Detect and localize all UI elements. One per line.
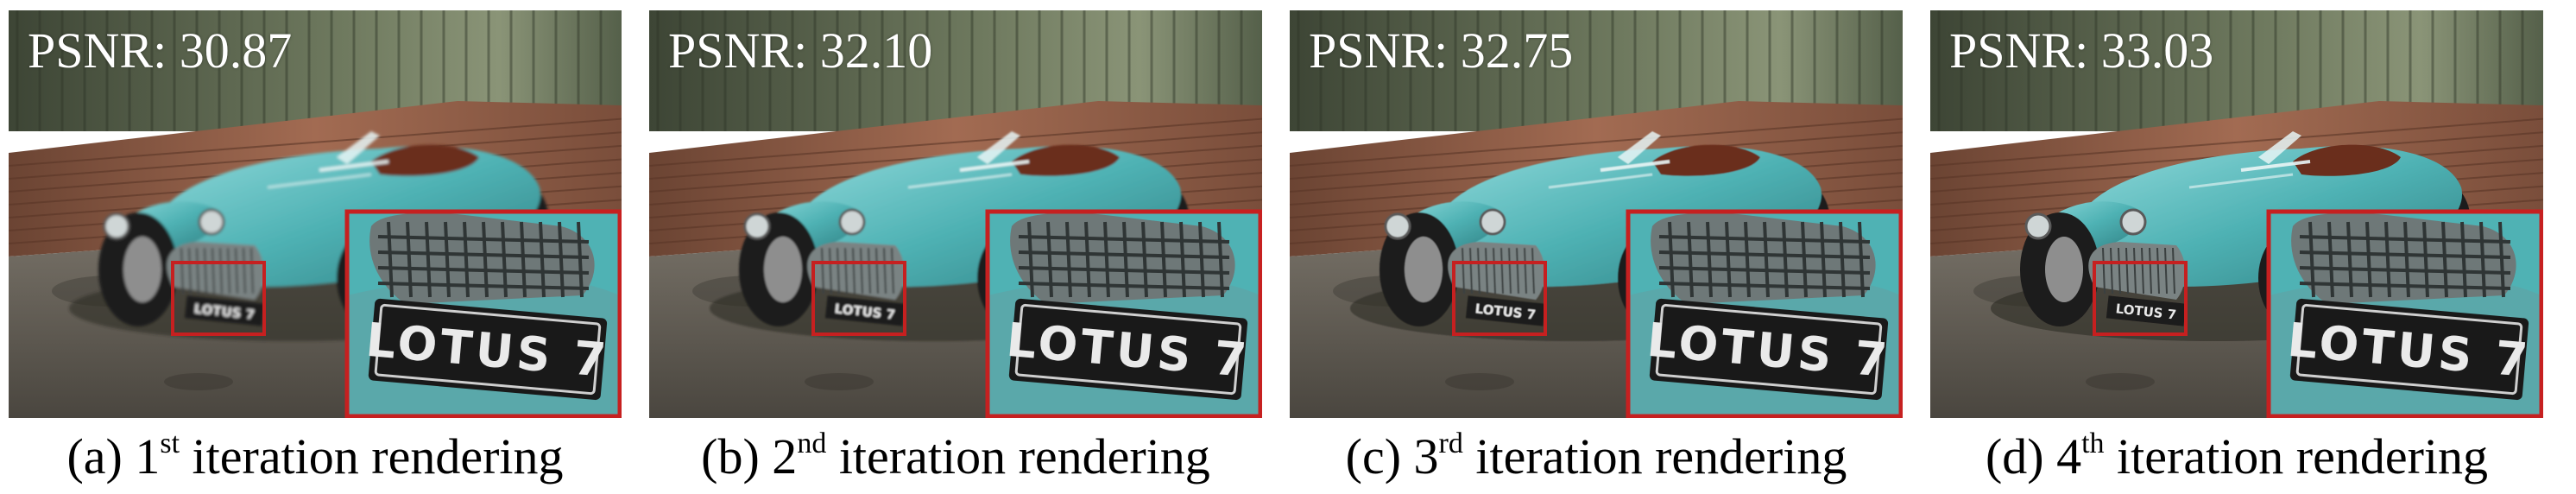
caption-label: (d) 4 [1985, 428, 2082, 484]
zoom-inset: LOTUS 7 [985, 209, 1262, 418]
panel-caption-4: (d) 4th iteration rendering [1930, 427, 2543, 487]
caption-text: iteration rendering [180, 428, 564, 484]
rendering-image: LOTUS 7 LOTUS 7 [1290, 10, 1903, 418]
caption-ordinal-suffix: rd [1438, 428, 1463, 459]
rendering-panel-3: LOTUS 7 LOTUS 7 PSNR: 32.75 [1290, 10, 1903, 418]
caption-label: (b) 2 [701, 428, 798, 484]
zoom-inset: LOTUS 7 [344, 209, 622, 418]
zoom-region-box [2093, 261, 2188, 336]
rendering-image: LOTUS 7 LOTUS 7 [649, 10, 1262, 418]
psnr-label: PSNR: 32.10 [668, 22, 933, 79]
psnr-label: PSNR: 33.03 [1949, 22, 2214, 79]
zoom-region-box [811, 261, 906, 336]
caption-ordinal-suffix: th [2081, 428, 2105, 459]
zoom-inset: LOTUS 7 [2266, 209, 2543, 418]
caption-label: (c) 3 [1345, 428, 1439, 484]
psnr-label: PSNR: 30.87 [28, 22, 293, 79]
caption-ordinal-suffix: nd [797, 428, 827, 459]
wall-ribs [656, 10, 1243, 131]
caption-text: iteration rendering [1462, 428, 1847, 484]
caption-ordinal-suffix: st [160, 428, 180, 459]
rendering-panel-1: LOTUS 7 LOTUS 7 PSNR: 30.87 [9, 10, 622, 418]
rendering-image: LOTUS 7 LOTUS 7 [9, 10, 622, 418]
caption-text: iteration rendering [826, 428, 1210, 484]
zoom-region-box [171, 261, 266, 336]
psnr-label: PSNR: 32.75 [1309, 22, 1574, 79]
panel-caption-2: (b) 2nd iteration rendering [649, 427, 1262, 487]
rendering-image: LOTUS 7 LOTUS 7 [1930, 10, 2543, 418]
panel-caption-3: (c) 3rd iteration rendering [1290, 427, 1903, 487]
panel-caption-1: (a) 1st iteration rendering [9, 427, 622, 487]
rendering-panel-2: LOTUS 7 LOTUS 7 PSNR: 32.10 [649, 10, 1262, 418]
caption-label: (a) 1 [66, 428, 161, 484]
caption-text: iteration rendering [2104, 428, 2489, 484]
rendering-panel-4: LOTUS 7 LOTUS 7 PSNR: 33.03 [1930, 10, 2543, 418]
zoom-inset: LOTUS 7 [1626, 209, 1903, 418]
zoom-region-box [1452, 261, 1547, 336]
